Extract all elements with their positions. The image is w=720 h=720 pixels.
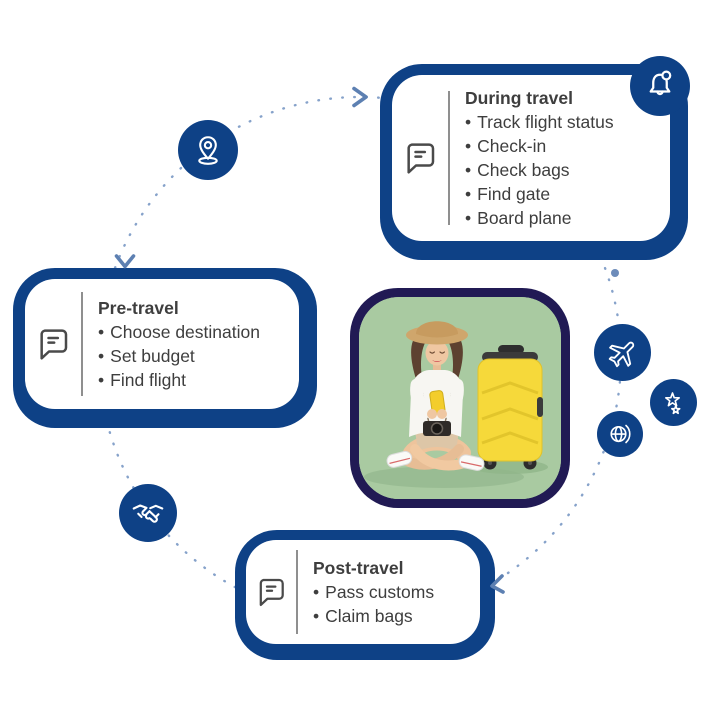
list-item: •Board plane (465, 208, 572, 228)
chat-bubble-icon (246, 574, 296, 610)
traveler-illustration (359, 297, 561, 499)
location-pin-icon (178, 120, 238, 180)
card-divider (81, 292, 83, 396)
pre-travel-card: Pre-travel •Choose destination •Set budg… (13, 268, 317, 428)
card-list: •Choose destination •Set budget •Find fl… (98, 320, 260, 392)
list-item: •Choose destination (98, 322, 260, 342)
during-travel-card-body: During travel •Track flight status •Chec… (392, 75, 670, 241)
chat-bubble-icon (392, 138, 448, 178)
card-title: Post-travel (313, 558, 404, 578)
suitcase (477, 345, 543, 470)
bell-notification-icon (630, 56, 690, 116)
list-item: •Check-in (465, 136, 547, 156)
traveler-photo-frame (350, 288, 570, 508)
card-list: •Pass customs •Claim bags (313, 580, 434, 628)
traveler-photo (359, 297, 561, 499)
list-item: •Find flight (98, 370, 187, 390)
card-title: During travel (465, 88, 573, 108)
arrow-to-during-travel (352, 86, 368, 108)
list-item: •Claim bags (313, 606, 413, 626)
list-item: •Track flight status (465, 112, 614, 132)
list-item: •Check bags (465, 160, 570, 180)
stars-icon (650, 379, 697, 426)
list-item: •Find gate (465, 184, 551, 204)
list-item: •Set budget (98, 346, 195, 366)
card-title: Pre-travel (98, 298, 179, 318)
globe-icon (597, 411, 643, 457)
handshake-icon (119, 484, 177, 542)
chat-bubble-icon (25, 324, 81, 364)
post-travel-card: Post-travel •Pass customs •Claim bags (235, 530, 495, 660)
circle-node-dot (611, 269, 619, 277)
list-item: •Pass customs (313, 582, 435, 602)
post-travel-card-body: Post-travel •Pass customs •Claim bags (246, 540, 480, 644)
plane-icon (594, 324, 651, 381)
arrow-to-pre-travel (114, 254, 136, 269)
card-list: •Track flight status •Check-in •Check ba… (465, 110, 614, 230)
pre-travel-card-body: Pre-travel •Choose destination •Set budg… (25, 279, 299, 409)
